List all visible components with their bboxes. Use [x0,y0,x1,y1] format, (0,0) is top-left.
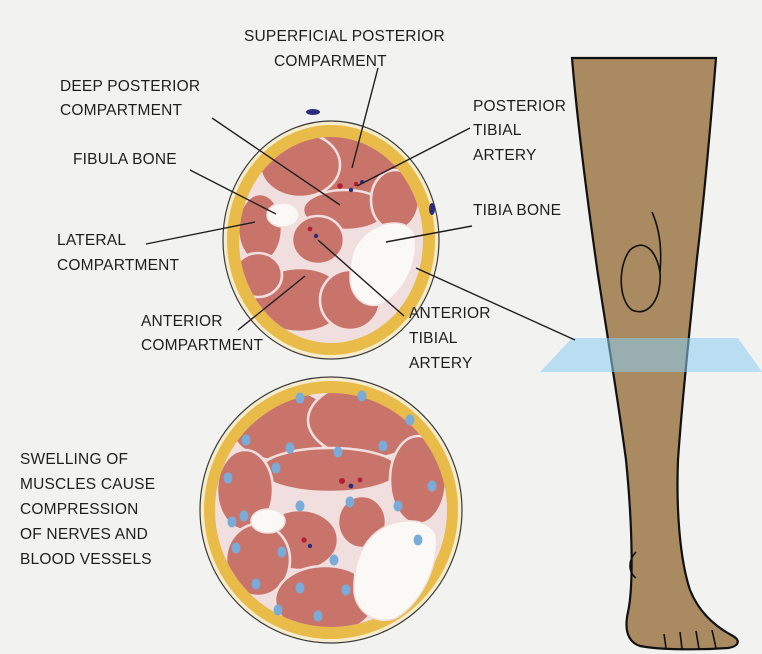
fluid-dot [394,501,403,512]
superficial-vein [429,203,435,215]
normal-cross-section [223,109,439,359]
fluid-dot [414,535,423,546]
label-tibia-bone: TIBIA BONE [473,202,561,219]
fluid-dot [314,611,323,622]
fluid-dot [278,547,287,558]
swollen-cross-section [200,377,462,643]
fibula-bone [267,203,299,227]
vein-dot [349,188,353,192]
label-anterior-compartment: ANTERIOR COMPARTMENT [141,313,264,354]
artery-dot [339,478,345,484]
label-fibula-bone: FIBULA BONE [73,151,177,168]
fluid-dot [272,463,281,474]
vein-dot [314,234,318,238]
fluid-dot [224,473,233,484]
fluid-dot [406,415,415,426]
artery-dot [301,537,306,542]
muscle [260,448,400,492]
fluid-dot [228,517,237,528]
fluid-dot [346,497,355,508]
fluid-dot [330,555,339,566]
fluid-dot [296,583,305,594]
fluid-dot [358,391,367,402]
artery-dot [308,227,313,232]
artery-dot [337,183,343,189]
fluid-dot [379,441,388,452]
swelling-caption: SWELLING OF MUSCLES CAUSE COMPRESSION OF… [20,451,160,568]
vein-dot [349,484,354,489]
fluid-dot [232,543,241,554]
fibula-bone [251,509,285,533]
label-deep-posterior: DEEP POSTERIOR COMPARTMENT [60,78,205,119]
superficial-vein [306,109,320,115]
fluid-dot [296,393,305,404]
label-anterior-tibial-artery: ANTERIOR TIBIAL ARTERY [409,305,495,372]
label-superficial-posterior: SUPERFICIAL POSTERIOR COMPARMENT [244,28,449,70]
vein-dot [308,544,312,548]
label-lateral-compartment: LATERAL COMPARTMENT [57,232,180,274]
fluid-dot [342,585,351,596]
cross-section-plane [540,338,762,372]
fluid-dot [274,605,283,616]
fluid-dot [240,511,249,522]
fluid-dot [286,443,295,454]
fluid-dot [296,501,305,512]
fluid-dot [428,481,437,492]
label-posterior-tibial-artery: POSTERIOR TIBIAL ARTERY [473,98,571,164]
fluid-dot [252,579,261,590]
fluid-dot [242,435,251,446]
fluid-dot [334,447,343,458]
artery-dot [358,478,363,483]
